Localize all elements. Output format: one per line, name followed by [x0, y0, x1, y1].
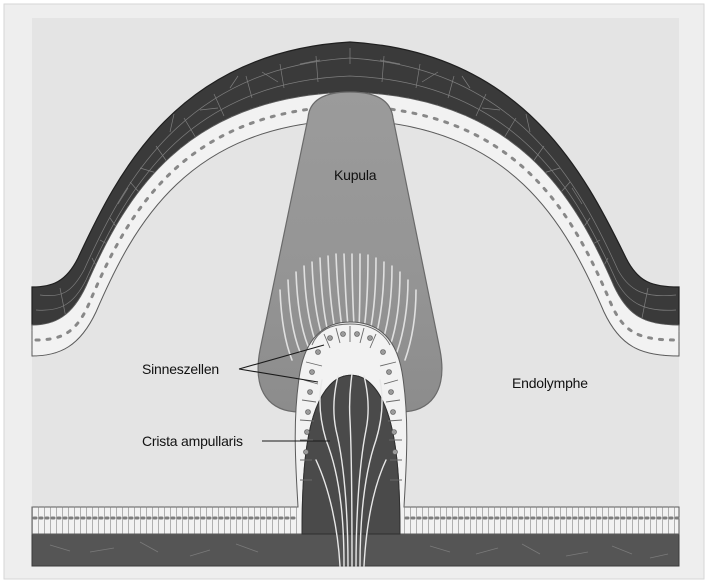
label-crista-ampullaris: Crista ampullaris: [142, 433, 243, 449]
label-sinneszellen: Sinneszellen: [142, 361, 219, 377]
label-endolymphe: Endolymphe: [512, 375, 588, 391]
label-kupula: Kupula: [334, 167, 377, 183]
